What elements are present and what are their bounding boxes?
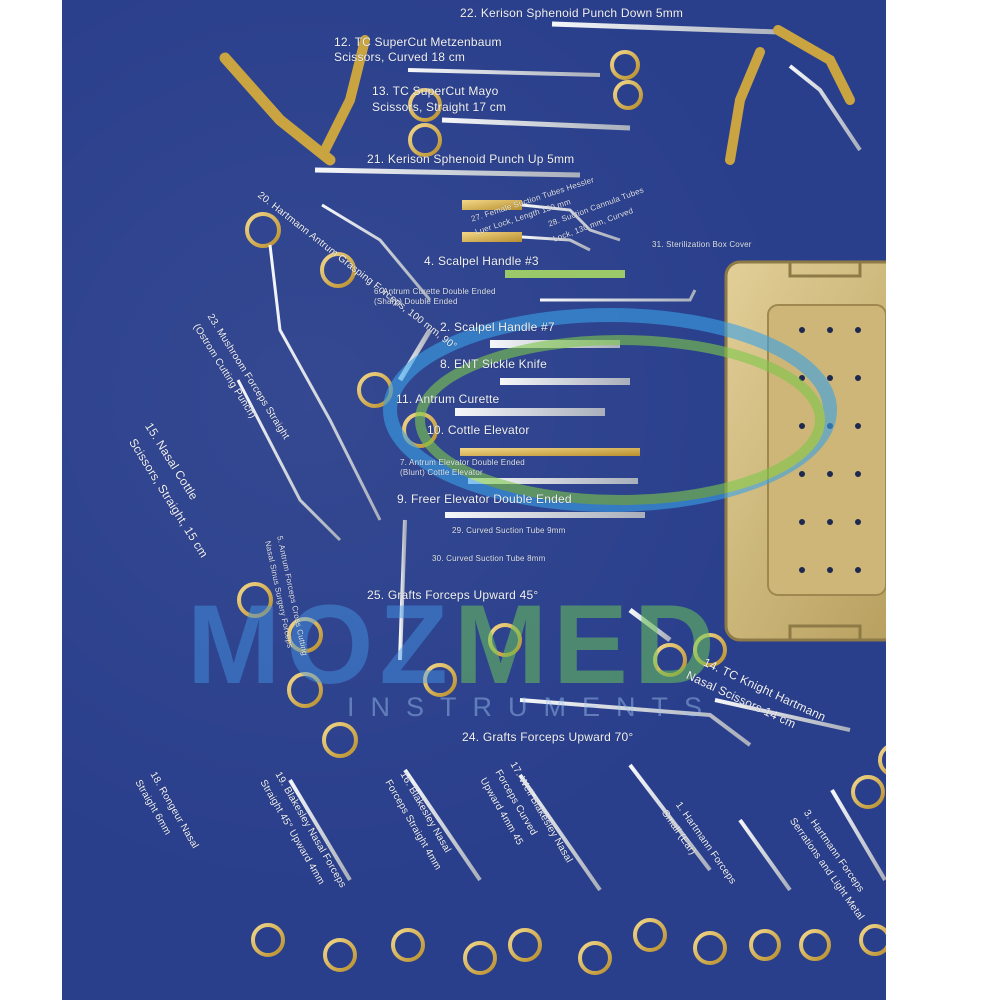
instrument-board: MOZMED INSTRUMENTS 22. Kerison Sphenoid … [62,0,886,1000]
label-31: 31. Sterilization Box Cover [652,240,752,249]
label-9: 9. Freer Elevator Double Ended [397,492,572,506]
mayo-scissors [408,88,631,157]
kerrison-punch-down [551,21,862,165]
kerrison-punch-up [219,35,581,178]
nasal-cottle-scissors [236,379,342,653]
label-12: 12. TC SuperCut Metzenbaum [334,35,502,49]
logo-swoosh [383,308,837,512]
label-13: 13. TC SuperCut Mayo [372,84,499,98]
label-6-b: (Sharp) Double Ended [374,297,458,306]
label-10: 10. Cottle Elevator [427,423,530,437]
label-30: 30. Curved Suction Tube 8mm [432,554,546,563]
bottom-forceps-row [251,763,886,975]
brand-watermark-subtitle: INSTRUMENTS [347,692,718,722]
label-29: 29. Curved Suction Tube 9mm [452,526,566,535]
suction-tubes [462,200,621,252]
label-13-b: Scissors, Straight 17 cm [372,100,507,114]
label-12-b: Scissors, Curved 18 cm [334,50,466,64]
label-25: 25. Grafts Forceps Upward 45° [367,588,539,602]
label-21: 21. Kerison Sphenoid Punch Up 5mm [367,152,575,166]
label-24: 24. Grafts Forceps Upward 70° [462,730,634,744]
label-2: 2. Scalpel Handle #7 [440,320,555,334]
label-8: 8. ENT Sickle Knife [440,357,547,371]
label-11: 11. Antrum Curette [396,392,500,406]
label-7-b: (Blunt) Cottle Elevator [400,468,483,477]
instruments-illustration [219,21,886,975]
label-7: 7. Antrum Elevator Double Ended [400,458,525,467]
label-6: 6. Antrum Curette Double Ended [374,287,496,296]
mushroom-forceps [245,212,382,521]
grafts-forceps [423,608,752,747]
brand-watermark: MOZMED [187,582,721,707]
antrum-forceps-cross-cutting [287,519,407,758]
metzenbaum-scissors [407,50,643,110]
label-22: 22. Kerison Sphenoid Punch Down 5mm [460,6,684,20]
knight-hartmann-scissors [714,698,886,809]
label-4: 4. Scalpel Handle #3 [424,254,539,268]
